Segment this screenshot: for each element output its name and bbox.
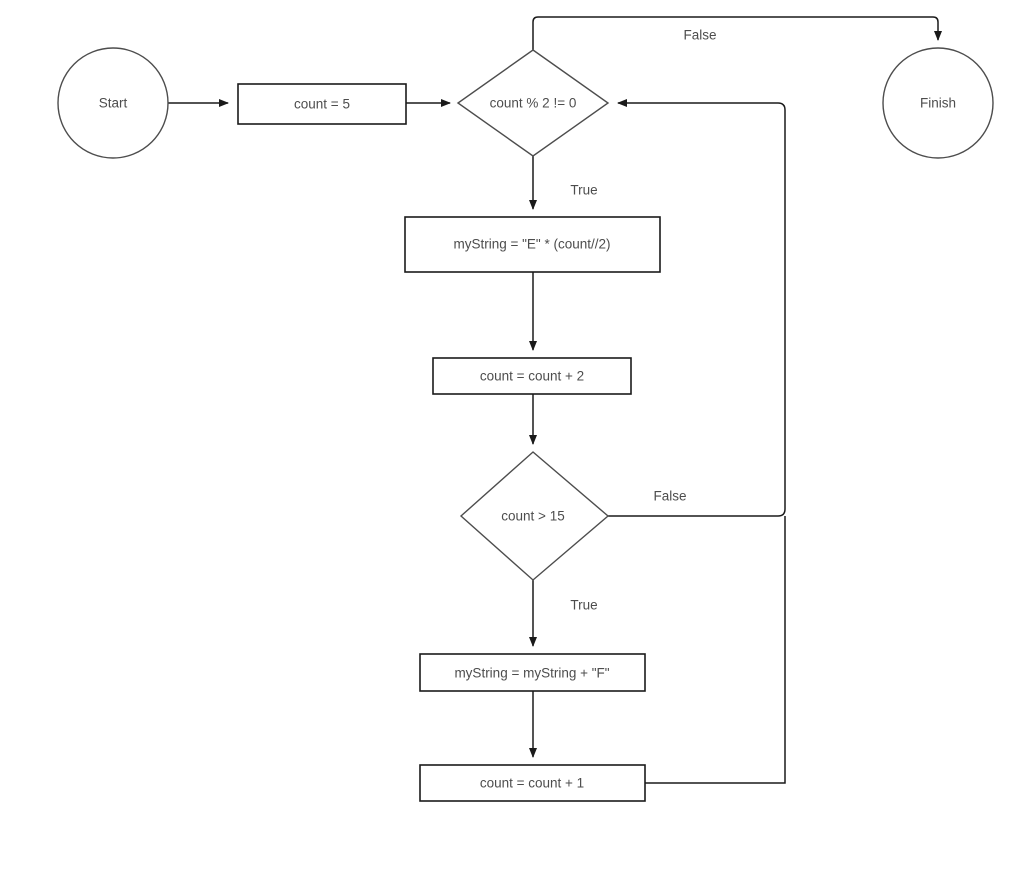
assign1-box[interactable] [404, 216, 661, 273]
edge-label-cond2-true: True [570, 598, 597, 613]
edge-label-cond2-false: False [653, 489, 686, 504]
cond2-diamond[interactable] [459, 451, 610, 581]
cond1-label: count % 2 != 0 [490, 96, 577, 111]
init-label: count = 5 [294, 97, 350, 112]
start-circle[interactable] [57, 47, 169, 159]
edge-label-cond1-true: True [570, 183, 597, 198]
incr2-box[interactable] [432, 357, 632, 395]
cond2-label: count > 15 [501, 509, 564, 524]
node-start[interactable]: Start [57, 47, 169, 159]
edge-cond1-to-finish [532, 16, 942, 50]
node-cond1[interactable]: count % 2 != 0 [456, 49, 610, 157]
node-incr1[interactable]: count = count + 1 [419, 764, 646, 802]
node-assign2[interactable]: myString = myString + "F" [419, 653, 646, 692]
assign1-label: myString = "E" * (count//2) [453, 237, 610, 252]
finish-circle[interactable] [882, 47, 994, 159]
node-init[interactable]: count = 5 [237, 83, 407, 125]
node-finish[interactable]: Finish [882, 47, 994, 159]
node-assign1[interactable]: myString = "E" * (count//2) [404, 216, 661, 273]
edge-label-cond1-false: False [683, 28, 716, 43]
edge-cond2-false-to-cond1 [608, 99, 786, 517]
assign2-box[interactable] [419, 653, 646, 692]
start-label: Start [99, 96, 128, 111]
edge-incr1-to-return-rail [645, 516, 786, 784]
init-box[interactable] [237, 83, 407, 125]
cond1-diamond[interactable] [456, 49, 610, 157]
incr2-label: count = count + 2 [480, 369, 584, 384]
node-cond2[interactable]: count > 15 [459, 451, 610, 581]
node-incr2[interactable]: count = count + 2 [432, 357, 632, 395]
incr1-label: count = count + 1 [480, 776, 584, 791]
finish-label: Finish [920, 96, 956, 111]
node-group: Start count = 5 count % 2 != 0 Finish my… [57, 47, 994, 802]
edge-group [168, 16, 942, 784]
assign2-label: myString = myString + "F" [454, 666, 609, 681]
incr1-box[interactable] [419, 764, 646, 802]
edge-label-group: False True False True [570, 28, 716, 613]
